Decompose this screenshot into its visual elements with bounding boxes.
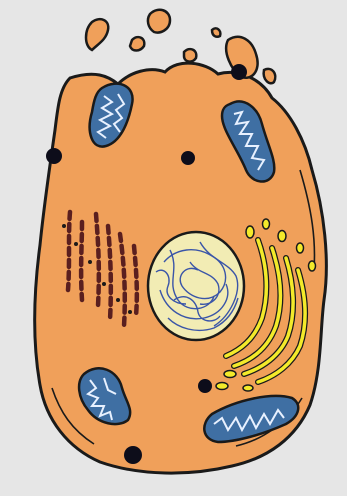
- vesicle: [231, 64, 247, 80]
- nucleus: [148, 232, 244, 340]
- vesicle: [198, 379, 212, 393]
- vesicle: [46, 148, 62, 164]
- vesicle: [124, 446, 142, 464]
- vesicle: [181, 151, 195, 165]
